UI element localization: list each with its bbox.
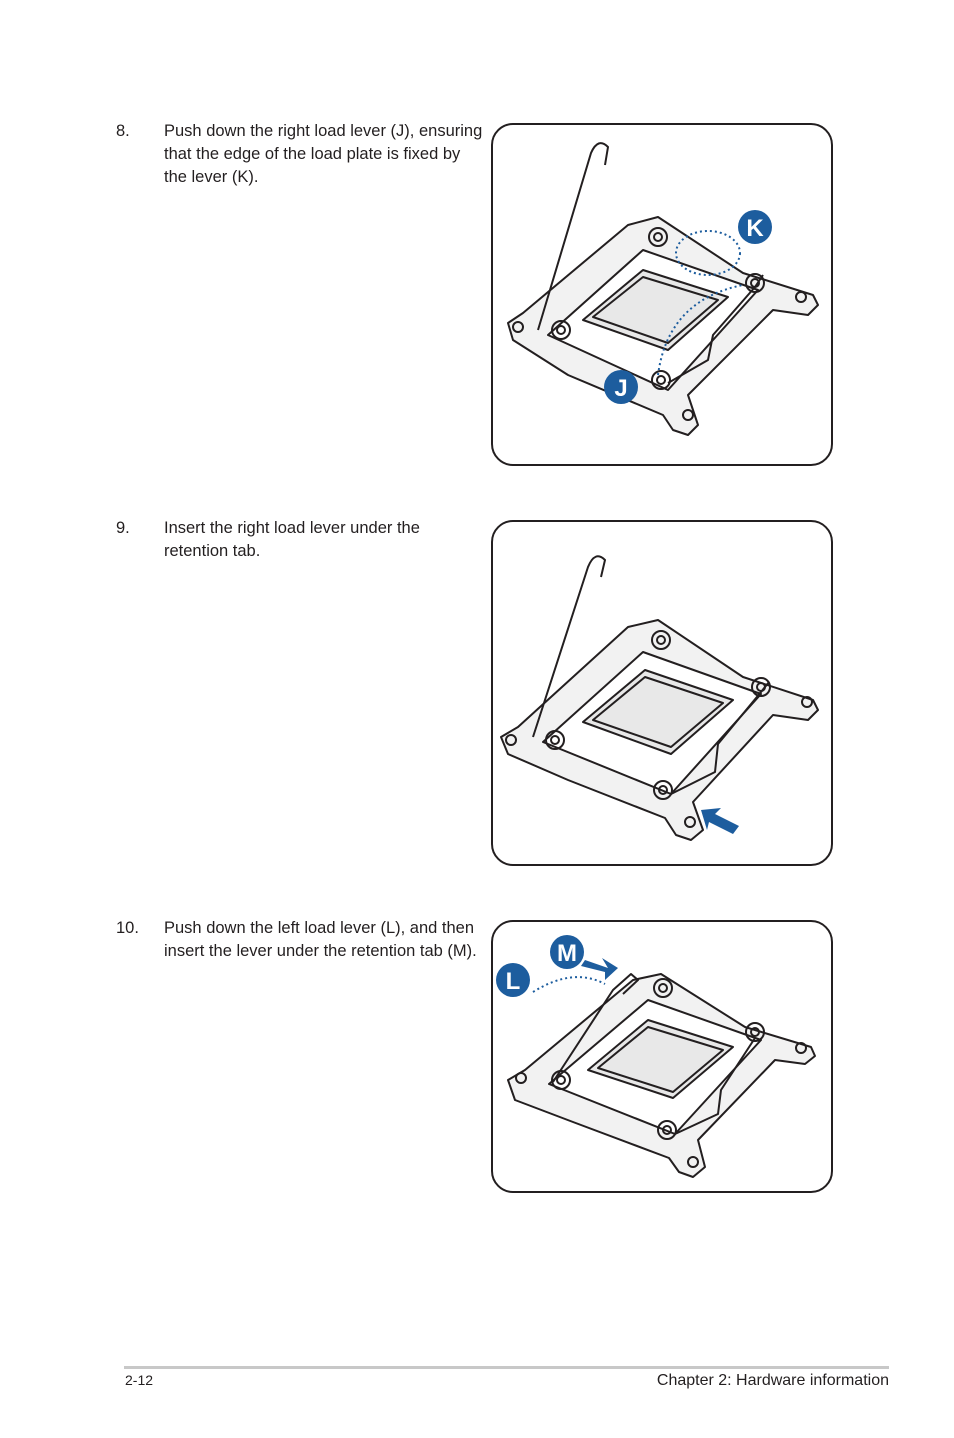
step-text: Push down the right load lever (J), ensu… <box>164 122 483 186</box>
socket-illustration: M L <box>496 935 816 1178</box>
illustration-panel-step-8: K J <box>491 123 833 466</box>
callout-l: L <box>496 963 530 997</box>
step-text: Insert the right load lever under the re… <box>164 519 420 560</box>
footer-divider <box>124 1366 889 1369</box>
callout-j: J <box>604 370 638 404</box>
step-text: Push down the left load lever (L), and t… <box>164 919 477 960</box>
svg-text:J: J <box>614 375 627 402</box>
page-number: 2-12 <box>125 1372 154 1388</box>
arrow-m-icon <box>581 958 618 980</box>
socket-illustration <box>500 555 819 841</box>
illustration-panel-step-10: M L <box>491 920 833 1193</box>
push-arrow-icon <box>701 808 739 834</box>
step-number: 9. <box>116 519 130 537</box>
callout-k: K <box>738 210 772 244</box>
socket-illustration: K J <box>507 142 819 436</box>
svg-text:K: K <box>746 215 764 242</box>
svg-text:M: M <box>557 940 577 967</box>
step-number: 8. <box>116 122 130 140</box>
callout-m: M <box>550 935 584 969</box>
chapter-title: Chapter 2: Hardware information <box>656 1372 889 1389</box>
svg-text:L: L <box>506 968 521 995</box>
illustration-panel-step-9 <box>491 520 833 866</box>
step-number: 10. <box>116 919 139 937</box>
